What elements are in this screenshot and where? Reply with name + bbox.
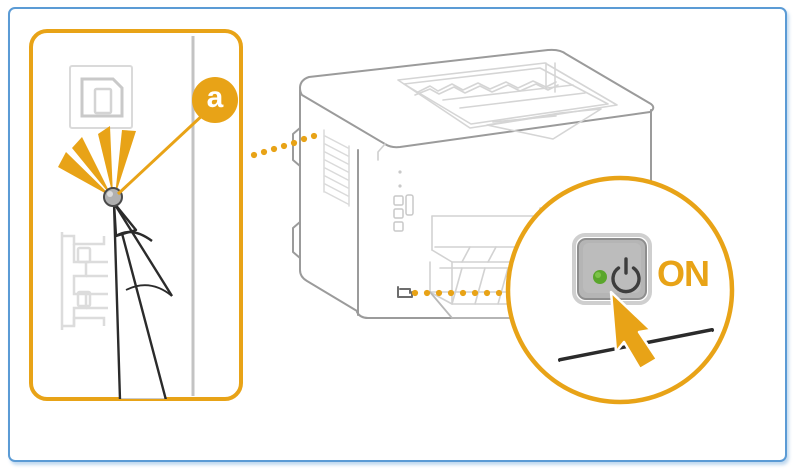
power-button-small-icon (397, 286, 413, 298)
press-arrow-icon (609, 290, 659, 371)
power-symbol-icon (611, 257, 641, 294)
ventilation-slots-icon (323, 129, 350, 207)
callout-leader-line (116, 110, 208, 196)
stylus-pen-icon (112, 201, 174, 399)
power-button-enlarged[interactable] (572, 233, 652, 305)
expansion-bracket-icon (60, 232, 108, 330)
rear-port-detail (29, 29, 243, 401)
control-panel-leds-icon (393, 170, 414, 232)
callout-badge-a: a (192, 77, 238, 123)
usb-b-port-icon (69, 65, 133, 129)
burst-rays-icon (58, 126, 136, 197)
on-label: ON (657, 253, 710, 294)
power-switch-dot-icon (103, 187, 123, 207)
green-led-icon (593, 270, 607, 284)
dotted-leader-line (250, 132, 318, 159)
callout-badge-a-label: a (206, 81, 224, 114)
